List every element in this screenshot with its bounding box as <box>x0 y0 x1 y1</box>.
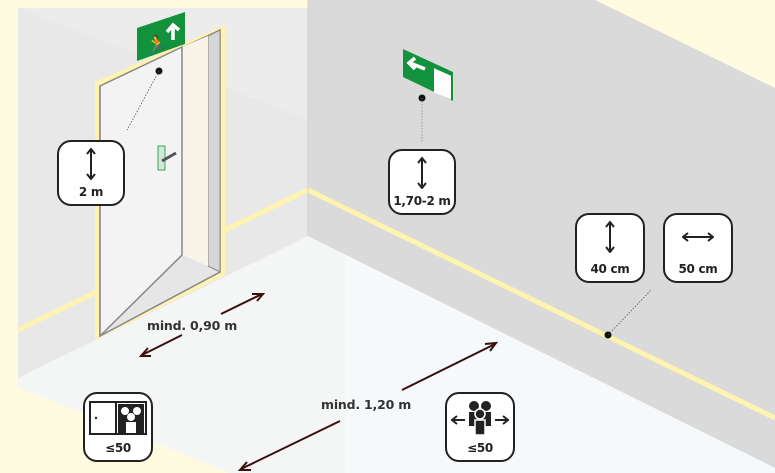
vertical-arrow-icon <box>417 157 427 189</box>
corridor-width-label: mind. 1,20 m <box>321 397 412 412</box>
arrow-up-icon <box>165 22 181 40</box>
door-height-label: 2 m <box>78 185 104 199</box>
door-handle[interactable] <box>161 151 177 163</box>
top-right-glow <box>595 0 775 88</box>
corridor-occupancy-label: ≤50 <box>467 441 493 455</box>
vertical-arrow-icon <box>86 148 96 180</box>
guidance-height-label: 40 cm <box>590 262 630 276</box>
door-opening <box>182 36 208 266</box>
door-people-icon <box>89 401 147 435</box>
sign-height-badge: 1,70-2 m <box>388 149 456 215</box>
horizontal-arrow-icon <box>682 232 714 242</box>
arrow-left-icon <box>406 56 426 71</box>
right-guidance-stripe <box>306 187 775 421</box>
guidance-spacing-badge: 50 cm <box>663 213 733 283</box>
room-occupancy-label: ≤50 <box>105 441 131 455</box>
corridor-occupancy-badge: ≤50 <box>445 392 515 462</box>
door-release-sign <box>157 145 166 171</box>
door-width-arrow <box>138 293 266 357</box>
vertical-arrow-icon <box>605 221 615 253</box>
running-man-icon: 🏃 <box>146 34 167 55</box>
guidance-spacing-label: 50 cm <box>678 262 718 276</box>
room-occupancy-badge: ≤50 <box>83 392 153 462</box>
door-width-label: mind. 0,90 m <box>147 318 238 333</box>
door-leaf[interactable] <box>99 45 183 338</box>
people-spread-icon <box>450 401 510 436</box>
sign-height-label: 1,70-2 m <box>393 194 451 208</box>
door-height-badge: 2 m <box>57 140 125 206</box>
guidance-height-badge: 40 cm <box>575 213 645 283</box>
corridor-width-arrow <box>237 341 499 471</box>
running-man-panel <box>434 68 451 100</box>
door-jamb <box>207 29 221 273</box>
